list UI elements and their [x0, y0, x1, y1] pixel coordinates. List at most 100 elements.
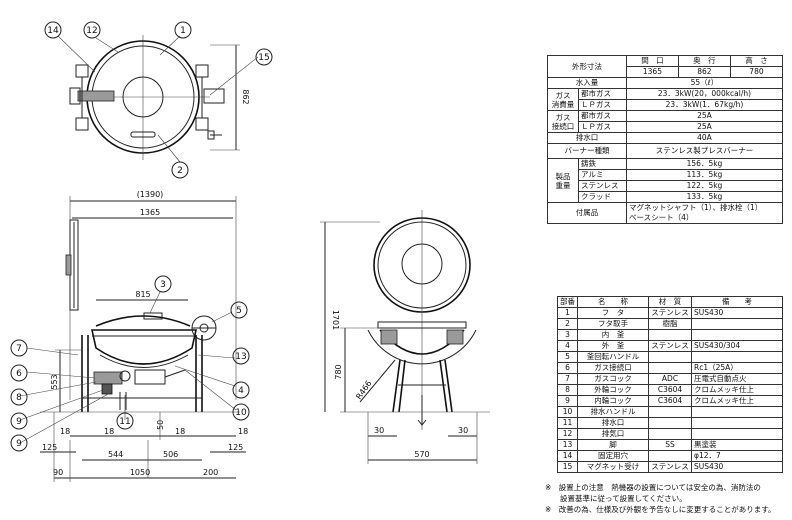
parts-header-remarks: 備 考 — [691, 296, 783, 308]
front-bottom-dim-2: 18 — [104, 427, 114, 436]
part-material: ステンレス — [648, 340, 692, 352]
part-remarks: 圧電式自動点火 — [691, 373, 783, 385]
spec-accessories-value: マグネットシャフト（1）、排水栓（1）ベースシート（4） — [625, 202, 784, 224]
balloon-8: 8 — [16, 393, 22, 403]
side-radius-dim: R466 — [354, 379, 373, 401]
parts-header-material: 材 質 — [648, 296, 692, 308]
spec-weight-cast-label: 鋳鉄 — [578, 158, 627, 170]
spec-burner-value: ステンレス製プレスバーナー — [625, 143, 784, 159]
part-remarks — [691, 329, 783, 341]
part-material — [648, 428, 692, 440]
part-name: ガスコック — [577, 373, 649, 385]
balloon-9: 9 — [16, 417, 22, 427]
side-foot-dim-2: 30 — [458, 426, 468, 435]
top-depth-dim: 862 — [241, 89, 250, 104]
spec-col-width: 間 口 — [625, 55, 679, 67]
part-name: ガス接続口 — [577, 362, 649, 374]
spec-gas-connection-city-label: 都市ガス — [578, 110, 627, 122]
part-name: 固定用穴 — [577, 450, 649, 462]
part-material: ADC — [648, 373, 692, 385]
balloon-6: 6 — [16, 369, 22, 379]
spec-gas-consumption-lp-label: ＬＰガス — [578, 99, 627, 111]
front-right-offset-1: 125 — [228, 443, 243, 452]
spec-accessories-label: 付属品 — [547, 202, 627, 224]
spec-gas-consumption-city-label: 都市ガス — [578, 88, 627, 100]
part-remarks — [691, 428, 783, 440]
side-foot-dim-1: 30 — [374, 426, 384, 435]
part-name: フ タ — [577, 307, 649, 319]
part-no: 13 — [557, 439, 578, 451]
part-material: C3604 — [648, 384, 692, 396]
front-leg-dim-2: 506 — [163, 450, 178, 459]
balloon-2: 2 — [177, 166, 183, 176]
balloon-13: 13 — [235, 352, 246, 362]
balloon-14: 14 — [47, 26, 59, 36]
spec-gas-connection-lp-label: ＬＰガス — [578, 121, 627, 133]
front-overall-width-dim: (1390) — [137, 190, 164, 199]
spec-drain-value: 40A — [625, 132, 784, 144]
spec-gas-consumption-label: ガス消費量 — [546, 88, 580, 111]
notes: ※ 設置上の注意 熱機器の設置については安全の為、消防法の 設置基準に従って設置… — [545, 482, 785, 515]
note-line-1: ※ 設置上の注意 熱機器の設置については安全の為、消防法の — [545, 483, 761, 492]
front-view: (1390) 1365 815 — [40, 190, 248, 482]
part-no: 10 — [557, 406, 578, 418]
balloon-10: 10 — [235, 408, 247, 418]
part-name: 内輪コック — [577, 395, 649, 407]
part-material — [648, 406, 692, 418]
balloon-4: 4 — [238, 386, 244, 396]
spec-weight-alu-label: アルミ — [578, 169, 627, 181]
spec-val-depth: 862 — [677, 66, 731, 78]
part-remarks — [691, 417, 783, 429]
front-right-offset-2: 200 — [203, 468, 218, 477]
part-name: 外 釜 — [577, 340, 649, 352]
front-lid-width-dim: 815 — [135, 290, 150, 299]
parts-header-no: 部番 — [557, 296, 578, 308]
spec-weight-cast-value: 156．5kg — [625, 158, 784, 170]
part-name: 排気口 — [577, 428, 649, 440]
top-view: 862 — [69, 35, 250, 160]
part-no: 9 — [557, 395, 578, 407]
part-material: ステンレス — [648, 307, 692, 319]
part-material — [648, 450, 692, 462]
spec-water-label: 水入量 — [547, 77, 627, 89]
front-height-dim: 553 — [50, 374, 59, 389]
spec-drain-label: 排水口 — [547, 132, 627, 144]
part-no: 5 — [557, 351, 578, 363]
part-material: C3604 — [648, 395, 692, 407]
part-name: 外輪コック — [577, 384, 649, 396]
part-remarks: Rc1（25A） — [691, 362, 783, 374]
front-bottom-dim-4: 18 — [238, 427, 248, 436]
part-material — [648, 329, 692, 341]
spec-gas-connection-lp-value: 25A — [625, 121, 784, 133]
part-no: 14 — [557, 450, 578, 462]
note-line-2: 設置基準に従って設置してください。 — [545, 494, 687, 503]
spec-weight-alu-value: 113．5kg — [625, 169, 784, 181]
spec-weight-stainless-value: 122．5kg — [625, 180, 784, 192]
part-no: 2 — [557, 318, 578, 330]
front-bottom-dim-1: 18 — [60, 427, 70, 436]
spec-table: 外形寸法 間 口 奥 行 高 さ 1365 862 780 水入量 55（ℓ） … — [546, 55, 784, 224]
part-remarks — [691, 351, 783, 363]
part-no: 4 — [557, 340, 578, 352]
balloon-12: 12 — [86, 26, 97, 36]
side-lower-height-dim: 780 — [334, 364, 343, 379]
part-no: 7 — [557, 373, 578, 385]
balloon-7: 7 — [16, 344, 22, 354]
balloon-15: 15 — [258, 53, 269, 63]
balloon-9-side: 9 — [16, 439, 22, 449]
balloon-5: 5 — [236, 306, 242, 316]
part-remarks: SUS430 — [691, 461, 783, 473]
